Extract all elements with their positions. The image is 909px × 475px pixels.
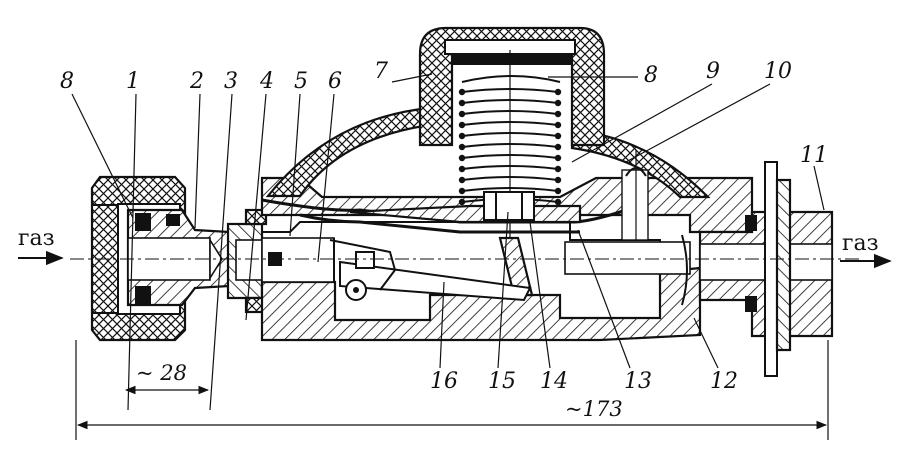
callout-8-right: 8 — [644, 63, 658, 88]
outlet-flow: газ — [840, 231, 892, 269]
diaphragm-cover — [265, 26, 711, 199]
inlet-flow: газ — [18, 226, 64, 266]
spring-coil — [461, 165, 559, 170]
dimension-overall: ~173 — [75, 340, 829, 440]
callout-3: 3 — [224, 69, 238, 94]
spring-coil — [461, 132, 559, 137]
callout-4: 4 — [259, 69, 274, 94]
inlet-seat-assembly — [226, 208, 268, 314]
spring-coil-section — [554, 154, 562, 162]
spring-coil-section — [554, 143, 562, 151]
spring-coil — [461, 176, 559, 181]
spring-coil — [461, 121, 559, 126]
spring-coil-section — [554, 165, 562, 173]
callout-8-left: 8 — [60, 69, 74, 94]
diaphragm-hub — [483, 191, 535, 297]
spring-coil-section — [554, 99, 562, 107]
spring-coil-section — [458, 121, 466, 129]
dimension-overall-label: ~173 — [565, 397, 623, 421]
spring-coil — [461, 110, 559, 115]
spring-coil-section — [554, 110, 562, 118]
callout-14: 14 — [540, 369, 568, 394]
callout-11: 11 — [800, 143, 828, 168]
spring-coil-section — [458, 176, 466, 184]
callout-7: 7 — [374, 59, 388, 84]
spring-coil — [461, 143, 559, 148]
spring-coil-section — [554, 88, 562, 96]
inlet-gas-label: газ — [18, 226, 55, 251]
callout-12: 12 — [710, 369, 738, 394]
dimension-short-label: ~ 28 — [136, 361, 187, 385]
callout-5: 5 — [294, 69, 308, 94]
callout-10: 10 — [764, 59, 792, 84]
callouts: 8 1 2 3 4 5 6 7 8 9 10 11 12 13 14 15 16 — [60, 59, 828, 411]
spring-coil-section — [458, 187, 466, 195]
outlet-gas-label: газ — [842, 231, 879, 256]
callout-2: 2 — [189, 69, 204, 94]
spring-coil-section — [554, 132, 562, 140]
spring-coil-section — [554, 176, 562, 184]
spring-coil-section — [458, 143, 466, 151]
vent-screw — [621, 150, 649, 241]
spring-coil — [461, 154, 559, 159]
spring-coil-section — [458, 99, 466, 107]
callout-16: 16 — [430, 369, 458, 394]
spring-coil-section — [458, 132, 466, 140]
spring-coil — [461, 99, 559, 104]
spring-coil-section — [554, 198, 562, 206]
inlet-fitting — [126, 208, 232, 307]
callout-9: 9 — [706, 59, 720, 84]
spring-coil — [461, 187, 559, 192]
callout-13: 13 — [624, 369, 652, 394]
callout-1: 1 — [126, 69, 140, 94]
spring-coil-section — [554, 187, 562, 195]
dimension-short: ~ 28 — [124, 361, 210, 395]
spring-coil-section — [458, 154, 466, 162]
callout-15: 15 — [488, 369, 516, 394]
spring-coil-section — [458, 165, 466, 173]
spring-coil-section — [554, 121, 562, 129]
spring-coil-section — [458, 198, 466, 206]
lever-mechanism — [261, 237, 532, 302]
spring-coil — [461, 88, 559, 93]
spring-coil-section — [458, 88, 466, 96]
callout-6: 6 — [328, 69, 342, 94]
spring-coil-section — [458, 110, 466, 118]
